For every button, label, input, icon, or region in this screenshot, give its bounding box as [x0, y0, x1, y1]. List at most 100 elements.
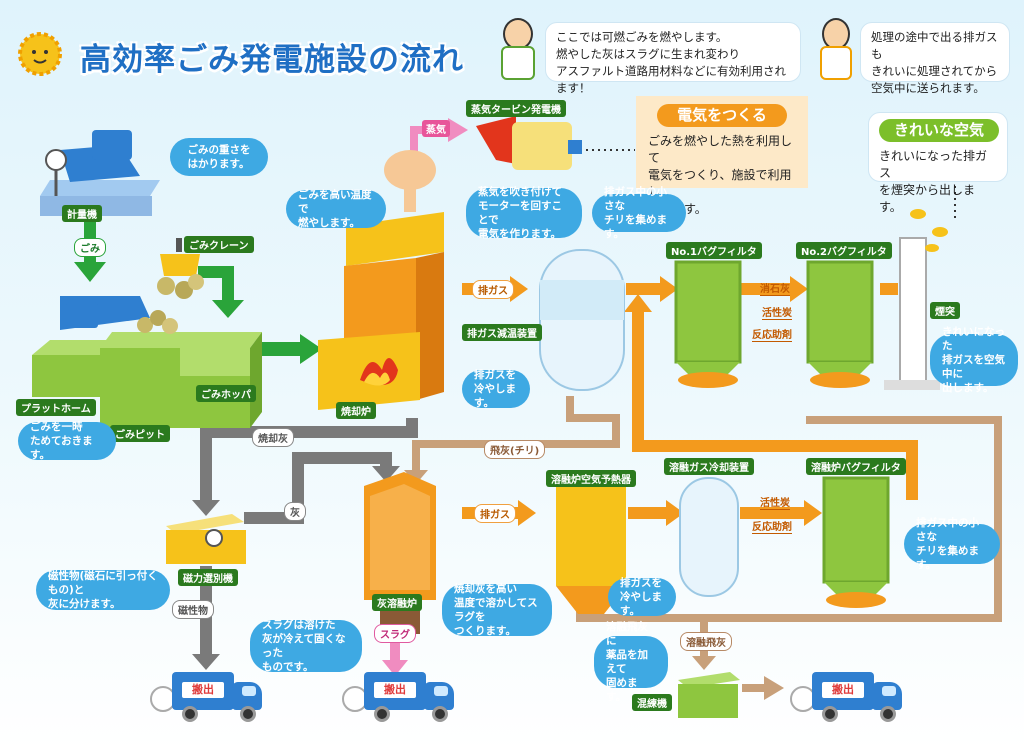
- label-cooling: 排ガス減温装置: [462, 324, 542, 341]
- flow-magnetic: 磁性物: [172, 600, 214, 619]
- bubble-line: 排ガス中の小さな: [916, 517, 979, 543]
- flow-incineration-ash: 焼却灰: [252, 428, 294, 447]
- bubble-line: ごみを一時: [30, 421, 83, 433]
- bubble-line: 灰に分けます。: [48, 598, 121, 610]
- bubble-line: 排ガスを空気中に: [942, 354, 1005, 380]
- bubble-line: 温度で溶かしてスラグを: [454, 597, 538, 623]
- clean-air-text: きれいになった排ガス: [879, 149, 988, 180]
- intro-line: 処理の途中で出る排ガスも: [871, 30, 998, 61]
- ash-melter: [364, 472, 436, 634]
- bubble-magnet: 磁性物(磁石に引っ付くもの)と灰に分けます。: [36, 570, 170, 610]
- flow-fly-ash: 飛灰(チリ): [484, 440, 546, 459]
- truck-magnetic: 搬出: [150, 668, 270, 728]
- label-crane: ごみクレーン: [184, 236, 254, 253]
- electricity-text: ごみを燃やした熱を利用して: [648, 134, 793, 165]
- flow-ash: 灰: [284, 502, 306, 521]
- wheel-icon: [432, 706, 448, 722]
- intro-line: 空気中に送られます。: [871, 81, 985, 95]
- bubble-line: きれいになった: [942, 326, 1005, 352]
- bubble-filter-1: 排ガス中の小さなチリを集めます。: [592, 186, 686, 240]
- flow-exhaust-2: 排ガス: [474, 504, 516, 523]
- bubble-cooling: 排ガスを冷やします。: [462, 369, 530, 409]
- intro-line: アスファルト道路用材料などに有効利用されます！: [556, 64, 786, 95]
- chimney-stack: [884, 237, 940, 390]
- label-turbine: 蒸気タービン発電機: [466, 100, 566, 117]
- truck-fly-ash: 搬出: [790, 668, 910, 728]
- bubble-line: はかります。: [187, 158, 250, 170]
- label-chimney: 煙突: [930, 302, 960, 319]
- bubble-pit: ごみを一時ためておきます。: [18, 421, 116, 461]
- bubble-line: 磁性物(磁石に引っ付くもの)と: [48, 570, 158, 596]
- truck-window: [242, 686, 256, 696]
- flow-reagent-2: 反応助剤: [752, 518, 792, 534]
- label-platform: プラットホーム: [16, 399, 96, 416]
- label-magnet: 磁力選別機: [178, 569, 238, 586]
- bubble-line: 電気を作ります。: [478, 228, 561, 240]
- flow-slaked-lime: 消石灰: [760, 280, 790, 296]
- bubble-line: 排ガスを: [474, 369, 516, 381]
- label-scale: 計量機: [62, 205, 102, 222]
- label-bag-filter-2: No.2バグフィルタ: [796, 242, 892, 259]
- flow-exhaust-1: 排ガス: [472, 280, 514, 299]
- flow-melt-fly-ash: 溶融飛灰: [680, 632, 732, 651]
- clean-air-panel: きれいな空気 きれいになった排ガス を煙突から出します。: [868, 112, 1008, 214]
- label-pit: ごみピット: [110, 425, 170, 442]
- clean-air-heading: きれいな空気: [879, 119, 999, 142]
- bubble-mixer: 溶融飛灰に薬品を加えて固めます。: [594, 621, 668, 703]
- label-hopper: ごみホッパ: [196, 385, 256, 402]
- truck-window: [882, 686, 896, 696]
- bubble-line: 冷やします。: [620, 591, 662, 617]
- bubble-line: ものです。: [262, 661, 314, 673]
- electricity-panel: 電気をつくる ごみを燃やした熱を利用して 電気をつくり、施設で利用し ています。: [636, 96, 808, 216]
- label-incinerator: 焼却炉: [336, 402, 376, 419]
- electricity-heading: 電気をつくる: [657, 104, 787, 127]
- bubble-line: 蒸気を吹き付けて: [478, 186, 562, 198]
- platform-pit: [32, 296, 262, 428]
- magnetic-separator: [166, 514, 246, 564]
- bubble-line: 焼却灰を高い: [454, 583, 517, 595]
- bubble-line: ためておきます。: [30, 435, 93, 461]
- bubble-line: 冷やします。: [474, 383, 516, 409]
- bubble-melt-bag: 排ガス中の小さなチリを集めます。: [904, 517, 1000, 571]
- melt-bag-filter: [822, 476, 890, 608]
- truck-slag: 搬出: [342, 668, 462, 728]
- flow-reagent-1: 反応助剤: [752, 326, 792, 342]
- truck-sign: 搬出: [822, 682, 864, 698]
- bubble-line: つくります。: [454, 625, 516, 637]
- bubble-line: ごみを高い温度で: [298, 189, 372, 215]
- intro-note: ここでは可燃ごみを燃やします。 燃やした灰はスラグに生まれ変わり アスファルト道…: [545, 22, 801, 95]
- truck-window: [434, 686, 448, 696]
- bubble-melt-cooling: 排ガスを冷やします。: [608, 577, 676, 617]
- bubble-turbine: 蒸気を吹き付けてモーターを回すことで電気を作ります。: [466, 186, 582, 240]
- exhaust-puff-icon: [342, 686, 368, 712]
- steam-turbine: [476, 116, 582, 170]
- bag-filter-2: [806, 260, 874, 388]
- bubble-line: ごみの重さを: [187, 144, 251, 156]
- scale-machine: [40, 130, 160, 216]
- intro-line: ここでは可燃ごみを燃やします。: [556, 30, 728, 44]
- bubble-line: チリを集めます。: [916, 545, 979, 571]
- wheel-icon: [240, 706, 256, 722]
- bubble-line: モーターを回すことで: [478, 200, 562, 226]
- bubble-line: 燃やします。: [298, 217, 360, 229]
- girl-mascot-icon: [816, 18, 852, 80]
- label-mixer: 混練機: [632, 694, 672, 711]
- cooling-tower: [539, 249, 625, 391]
- flow-gomi: ごみ: [74, 238, 106, 257]
- truck-sign: 搬出: [182, 682, 224, 698]
- label-melter: 灰溶融炉: [372, 594, 422, 611]
- bubble-line: 灰が冷えて固くなった: [262, 633, 346, 659]
- bubble-line: 薬品を加えて: [606, 649, 648, 675]
- bubble-line: 排ガス中の小さな: [604, 186, 667, 212]
- wheel-icon: [822, 706, 838, 722]
- bubble-slag: スラグは溶けた灰が冷えて固くなったものです。: [250, 619, 362, 673]
- bubble-line: 出します。: [942, 382, 994, 394]
- label-bag-filter-1: No.1バグフィルタ: [666, 242, 762, 259]
- bird-icon: [910, 209, 948, 252]
- bag-filter-1: [674, 260, 742, 388]
- intro-line: 燃やした灰はスラグに生まれ変わり: [556, 47, 740, 61]
- wheel-icon: [182, 706, 198, 722]
- label-melt-bag: 溶融炉バグフィルタ: [806, 458, 906, 475]
- flow-carbon-2: 活性炭: [760, 494, 790, 510]
- boy-mascot-icon: [495, 18, 535, 80]
